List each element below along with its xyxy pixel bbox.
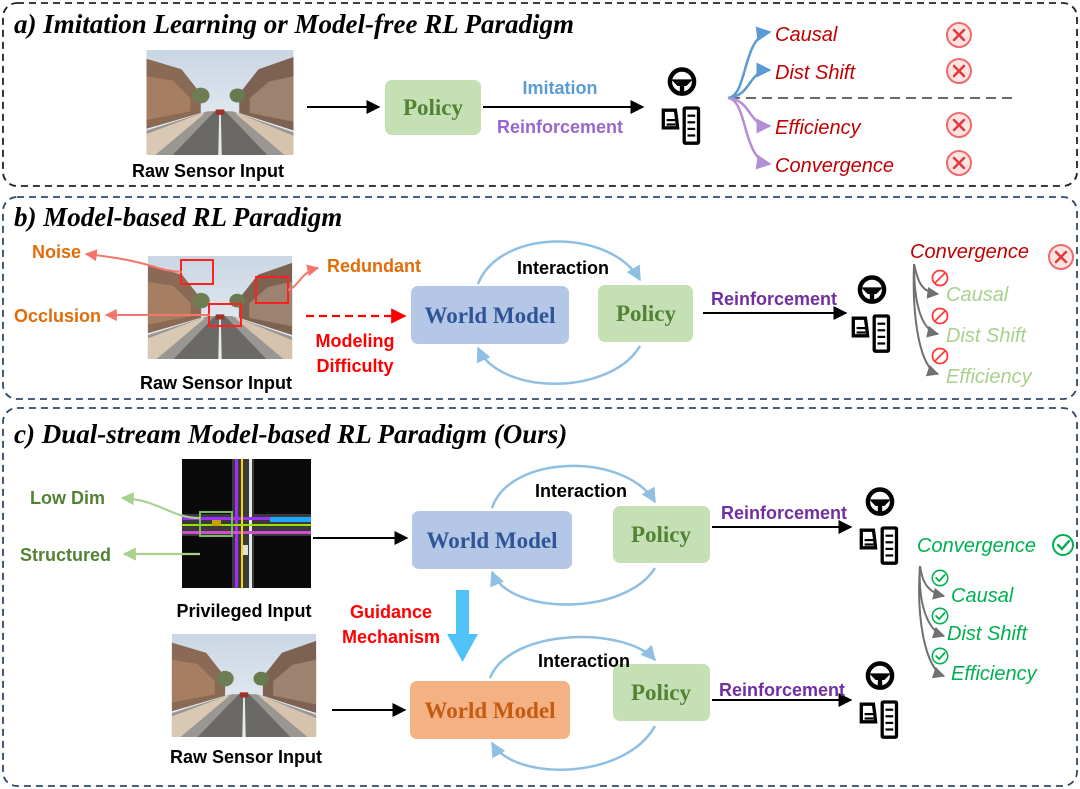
imitation-label-a: Imitation [523,78,598,98]
interaction-arc-bottom-c2 [490,725,657,771]
steering-pedal-icon-b [853,278,888,352]
steering-pedal-icon-a [663,70,698,144]
guidance-arrow-shaft [456,590,469,636]
convergence-label-b: Convergence [910,241,1029,263]
benefit-efficiency-c: Efficiency [951,663,1038,685]
redundant-label: Redundant [327,256,421,276]
privileged-input-caption: Privileged Input [176,601,311,621]
world-model-label-b: World Model [425,303,556,328]
guidance-label-1: Guidance [350,602,432,622]
panel-c: c) Dual-stream Model-based RL Paradigm (… [2,407,1078,787]
guidance-arrow-head [447,634,478,662]
branch-convergence-a [727,96,772,170]
x-circle-icon [947,59,971,83]
interaction-arc-bottom-c1 [490,567,657,606]
interaction-arc-top-b [476,240,642,285]
branch-causal-b [913,263,940,299]
policy-label-top: Policy [631,522,692,547]
low-dim-label: Low Dim [30,488,105,508]
policy-box-bottom [613,664,710,721]
benefit-distshift-c: Dist Shift [947,623,1028,645]
prohibited-icon [933,309,948,324]
branch-efficiency-c [918,565,946,679]
reinforcement-label-top: Reinforcement [721,503,847,523]
raw-sensor-caption-a: Raw Sensor Input [132,161,284,181]
interaction-label-bottom: Interaction [538,651,630,671]
policy-box-a [385,80,481,135]
interaction-arc-bottom-b [476,345,642,385]
world-model-label-top: World Model [427,528,558,553]
issue-distshift-a: Dist Shift [775,62,856,84]
raw-sensor-image-c [172,634,316,737]
issue-efficiency-b: Efficiency [946,366,1033,388]
guidance-label-2: Mechanism [342,627,440,647]
panel-b-title: b) Model-based RL Paradigm [14,202,342,232]
issue-causal-a: Causal [775,24,838,46]
policy-label-a: Policy [403,95,464,120]
check-circle-icon [932,608,947,623]
policy-box-b [598,285,693,342]
reinforcement-label-b: Reinforcement [711,289,837,309]
panel-c-title: c) Dual-stream Model-based RL Paradigm (… [14,419,567,449]
panel-a: a) Imitation Learning or Model-free RL P… [2,2,1078,187]
structured-label: Structured [20,545,111,565]
steering-pedal-icon-top [861,490,896,564]
branch-distshift-a [727,62,772,100]
x-circle-icon [947,113,971,137]
convergence-label-c: Convergence [917,535,1036,557]
noise-arrow [84,249,183,273]
redundant-arrow [287,264,320,291]
prohibited-icon [933,349,948,364]
noise-label: Noise [32,242,81,262]
x-circle-icon [947,23,971,47]
panel-a-title: a) Imitation Learning or Model-free RL P… [14,9,574,39]
world-model-box-bottom [410,681,570,739]
raw-sensor-caption-c: Raw Sensor Input [170,747,322,767]
steering-pedal-icon-bottom [861,664,896,738]
world-model-label-bottom: World Model [425,698,556,723]
interaction-label-b: Interaction [517,258,609,278]
issue-convergence-a: Convergence [775,155,894,177]
raw-sensor-caption-b: Raw Sensor Input [140,373,292,393]
reinforcement-label-a: Reinforcement [497,117,623,137]
reinforcement-label-bottom: Reinforcement [719,680,845,700]
issue-distshift-b: Dist Shift [946,325,1027,347]
branch-efficiency-b [912,263,940,377]
issue-causal-b: Causal [946,284,1009,306]
panel-b-border [2,196,1078,400]
benefit-causal-c: Causal [951,585,1014,607]
policy-label-bottom: Policy [631,680,692,705]
interaction-arc-top-c1 [490,464,657,509]
occlusion-label: Occlusion [14,306,101,326]
difficulty-label: Difficulty [316,356,393,376]
privileged-bev-image [182,459,311,588]
world-model-box-top [412,511,572,569]
branch-causal-a [727,26,772,100]
check-circle-icon [932,570,947,585]
modeling-label: Modeling [316,331,395,351]
x-circle-icon [947,151,971,175]
policy-box-top [613,506,710,563]
interaction-label-top: Interaction [535,481,627,501]
world-model-box-b [411,286,569,344]
policy-label-b: Policy [616,301,677,326]
interaction-arc-top-c2 [488,635,656,679]
panel-a-border [2,2,1078,187]
panel-b: b) Model-based RL Paradigm Noise Redunda… [2,196,1078,400]
x-circle-icon [1049,245,1073,269]
panel-c-border [2,407,1078,787]
issue-efficiency-a: Efficiency [775,117,862,139]
check-circle-icon [932,648,947,663]
low-dim-arrow [120,492,201,520]
raw-sensor-image-a [147,50,294,155]
check-circle-icon [1053,535,1073,555]
